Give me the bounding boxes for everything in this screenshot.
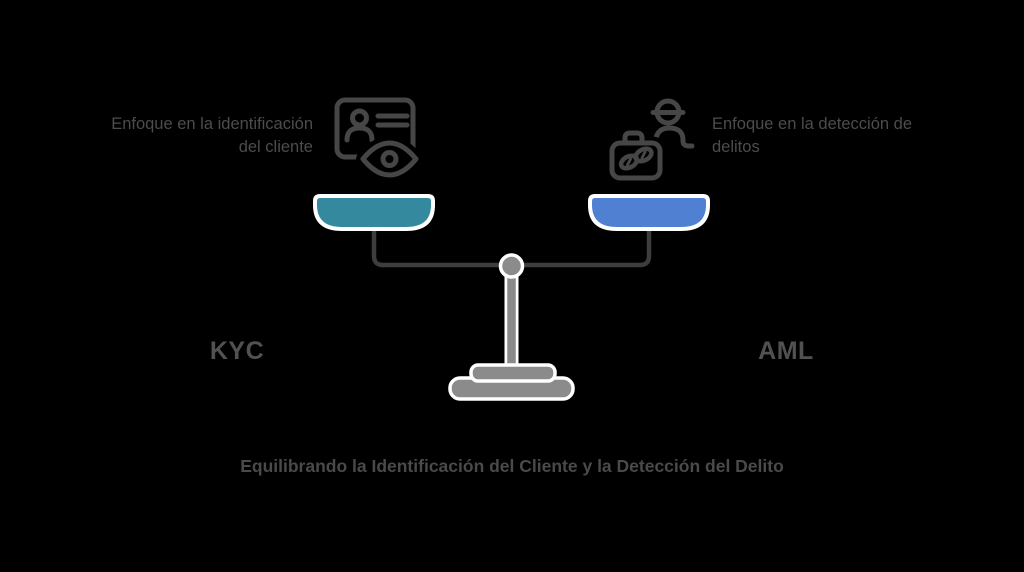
id-card-person-head: [350, 108, 369, 128]
left-focus-label-line2: del cliente: [238, 138, 313, 156]
scale-base-upper: [469, 363, 557, 383]
id-card-eye-icon-strokes: [334, 97, 422, 180]
criminal-shoulders: [652, 125, 695, 149]
scale-pivot: [498, 253, 525, 279]
right-focus-label-line1: Enfoque en la detección de: [712, 115, 912, 133]
right-focus-label: Enfoque en la detección de delitos: [712, 113, 970, 159]
briefcase-body: [609, 140, 663, 181]
aml-label: AML: [758, 337, 814, 365]
id-card-person-shoulders: [344, 125, 375, 143]
balance-scale: [313, 194, 710, 401]
money-coin-2: [633, 146, 654, 164]
money-coin-1-mark: [626, 157, 632, 167]
left-focus-label-line1: Enfoque en la identificación: [111, 115, 313, 133]
criminal-briefcase-icon: [605, 98, 695, 183]
diagram-title: Equilibrando la Identificación del Clien…: [240, 456, 784, 476]
left-focus-label: Enfoque en la identificación del cliente: [53, 113, 313, 159]
right-focus-label-line2: delitos: [712, 138, 760, 156]
eye-iris: [380, 150, 399, 168]
money-coin-2-mark: [640, 150, 647, 160]
right-scale-pan: [588, 194, 710, 231]
id-card-eye-icon: [334, 97, 422, 180]
criminal-briefcase-icon-strokes: [605, 98, 695, 183]
kyc-label: KYC: [209, 337, 265, 365]
briefcase-handle: [622, 130, 645, 146]
left-scale-pan: [313, 194, 435, 231]
eye-outline: [360, 140, 419, 178]
